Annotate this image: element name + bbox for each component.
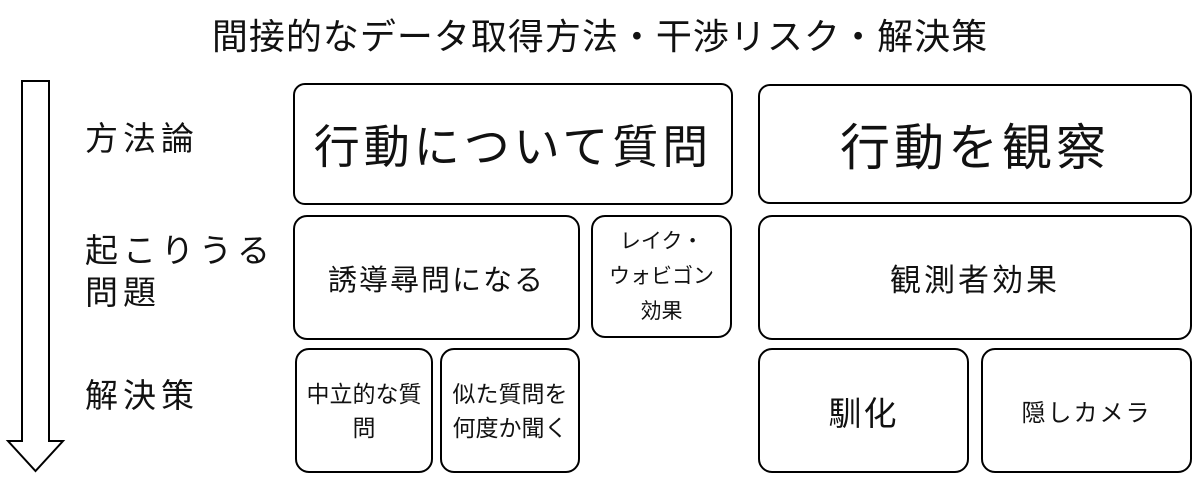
box-problem-lake-wobegon-effect: レイク・ ウォビゴン 効果 (591, 215, 732, 338)
box-problem-leading-question: 誘導尋問になる (293, 215, 580, 340)
box-solution-repeat-similar-questions: 似た質問を 何度か聞く (440, 348, 580, 473)
box-solution-neutral-question: 中立的な質 問 (295, 348, 433, 473)
down-arrow-icon (5, 80, 66, 473)
row-label-solutions: 解決策 (85, 377, 199, 414)
box-method-ask-about-behavior: 行動について質問 (293, 83, 733, 205)
box-problem-observer-effect: 観測者効果 (758, 215, 1192, 340)
box-solution-habituation: 馴化 (758, 348, 969, 473)
diagram-title: 間接的なデータ取得方法・干渉リスク・解決策 (211, 16, 989, 57)
row-label-possible-problems: 起こりうる 問題 (85, 232, 275, 311)
row-label-methodology: 方法論 (85, 120, 199, 157)
box-method-observe-behavior: 行動を観察 (758, 84, 1192, 204)
box-solution-hidden-camera: 隠しカメラ (981, 348, 1192, 473)
